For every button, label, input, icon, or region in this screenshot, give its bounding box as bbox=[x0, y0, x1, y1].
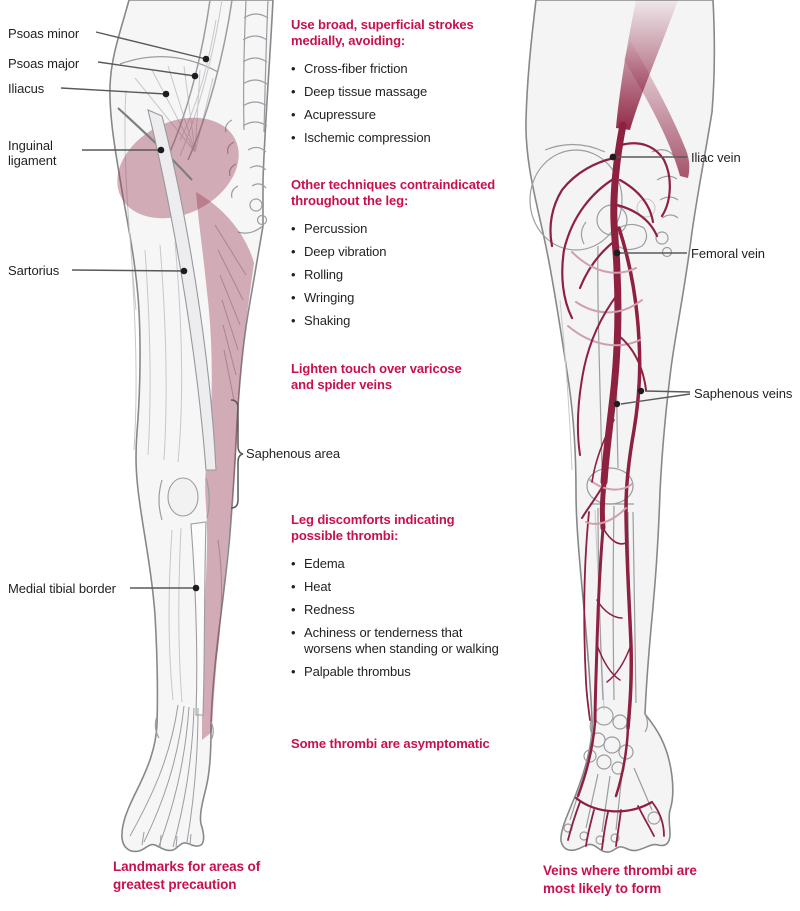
section-header: Other techniques contraindicated through… bbox=[291, 177, 531, 208]
spine-and-sacrum bbox=[225, 0, 269, 234]
bullet-item: Wringing bbox=[291, 290, 511, 306]
bullet-item: Cross-fiber friction bbox=[291, 61, 511, 77]
bullet-item: Deep vibration bbox=[291, 244, 511, 260]
left-figure-caption: Landmarks for areas of greatest precauti… bbox=[113, 858, 260, 894]
caption-line: Veins where thrombi are bbox=[543, 863, 697, 878]
header-line: Lighten touch over varicose bbox=[291, 361, 462, 376]
right-figure-caption: Veins where thrombi are most likely to f… bbox=[543, 862, 697, 898]
header-line: Some thrombi are asymptomatic bbox=[291, 736, 490, 751]
header-line: Use broad, superficial strokes bbox=[291, 17, 474, 32]
label-medial-tibial-border: Medial tibial border bbox=[8, 581, 116, 596]
caption-line: Landmarks for areas of bbox=[113, 859, 261, 874]
label-iliacus: Iliacus bbox=[8, 81, 45, 96]
section-header: Some thrombi are asymptomatic bbox=[291, 736, 531, 752]
vein-network bbox=[549, 0, 690, 850]
left-leg-illustration bbox=[109, 0, 274, 853]
sartorius-muscle bbox=[147, 109, 217, 471]
bullet-list: Cross-fiber friction Deep tissue massage… bbox=[291, 61, 511, 146]
bullet-item: Acupressure bbox=[291, 107, 511, 123]
header-line: Other techniques contraindicated bbox=[291, 177, 496, 192]
caption-line: most likely to form bbox=[543, 881, 662, 896]
bullet-list: Edema Heat Redness Achiness or tendernes… bbox=[291, 556, 511, 680]
bullet-item: Redness bbox=[291, 602, 511, 618]
bullet-item: Percussion bbox=[291, 221, 511, 237]
bullet-item: Deep tissue massage bbox=[291, 84, 511, 100]
label-saphenous-area: Saphenous area bbox=[246, 446, 341, 461]
label-inguinal-ligament: Inguinal ligament bbox=[8, 138, 57, 168]
bullet-item: Shaking bbox=[291, 313, 511, 329]
section-asymptomatic: Some thrombi are asymptomatic bbox=[291, 736, 531, 752]
label-sartorius: Sartorius bbox=[8, 263, 60, 278]
header-line: throughout the leg: bbox=[291, 192, 409, 208]
bullet-item: Palpable thrombus bbox=[291, 664, 511, 680]
header-line: possible thrombi: bbox=[291, 527, 399, 543]
section-discomforts: Leg discomforts indicating possible thro… bbox=[291, 512, 531, 687]
section-header: Use broad, superficial strokes medially,… bbox=[291, 17, 531, 48]
foot-tendons bbox=[129, 704, 214, 849]
label-psoas-minor: Psoas minor bbox=[8, 26, 80, 41]
section-contraindicated: Other techniques contraindicated through… bbox=[291, 177, 531, 336]
label-saphenous-veins: Saphenous veins bbox=[694, 386, 793, 401]
section-header: Leg discomforts indicating possible thro… bbox=[291, 512, 531, 543]
right-leg-illustration bbox=[525, 0, 716, 853]
inguinal-ligament-line bbox=[117, 107, 193, 181]
bullet-item: Heat bbox=[291, 579, 511, 595]
bullet-list: Percussion Deep vibration Rolling Wringi… bbox=[291, 221, 511, 329]
label-iliac-vein: Iliac vein bbox=[691, 150, 741, 165]
caption-line: greatest precaution bbox=[113, 877, 237, 892]
bullet-item: Rolling bbox=[291, 267, 511, 283]
knee bbox=[158, 477, 210, 521]
header-line: medially, avoiding: bbox=[291, 32, 406, 48]
label-psoas-major: Psoas major bbox=[8, 56, 80, 71]
section-superficial-strokes: Use broad, superficial strokes medially,… bbox=[291, 17, 531, 153]
bullet-item: Edema bbox=[291, 556, 511, 572]
psoas-muscles bbox=[169, 0, 233, 161]
section-varicose-veins: Lighten touch over varicose and spider v… bbox=[291, 361, 531, 392]
header-line: Leg discomforts indicating bbox=[291, 512, 455, 527]
bullet-item: Achiness or tenderness that worsens when… bbox=[291, 625, 511, 657]
header-line: and spider veins bbox=[291, 376, 392, 392]
bullet-item: Ischemic compression bbox=[291, 130, 511, 146]
right-leg-body bbox=[525, 0, 716, 853]
quadriceps-striations bbox=[131, 241, 183, 463]
precaution-highlight bbox=[117, 117, 254, 740]
calf-striations bbox=[168, 527, 183, 703]
label-femoral-vein: Femoral vein bbox=[691, 246, 765, 261]
section-header: Lighten touch over varicose and spider v… bbox=[291, 361, 531, 392]
